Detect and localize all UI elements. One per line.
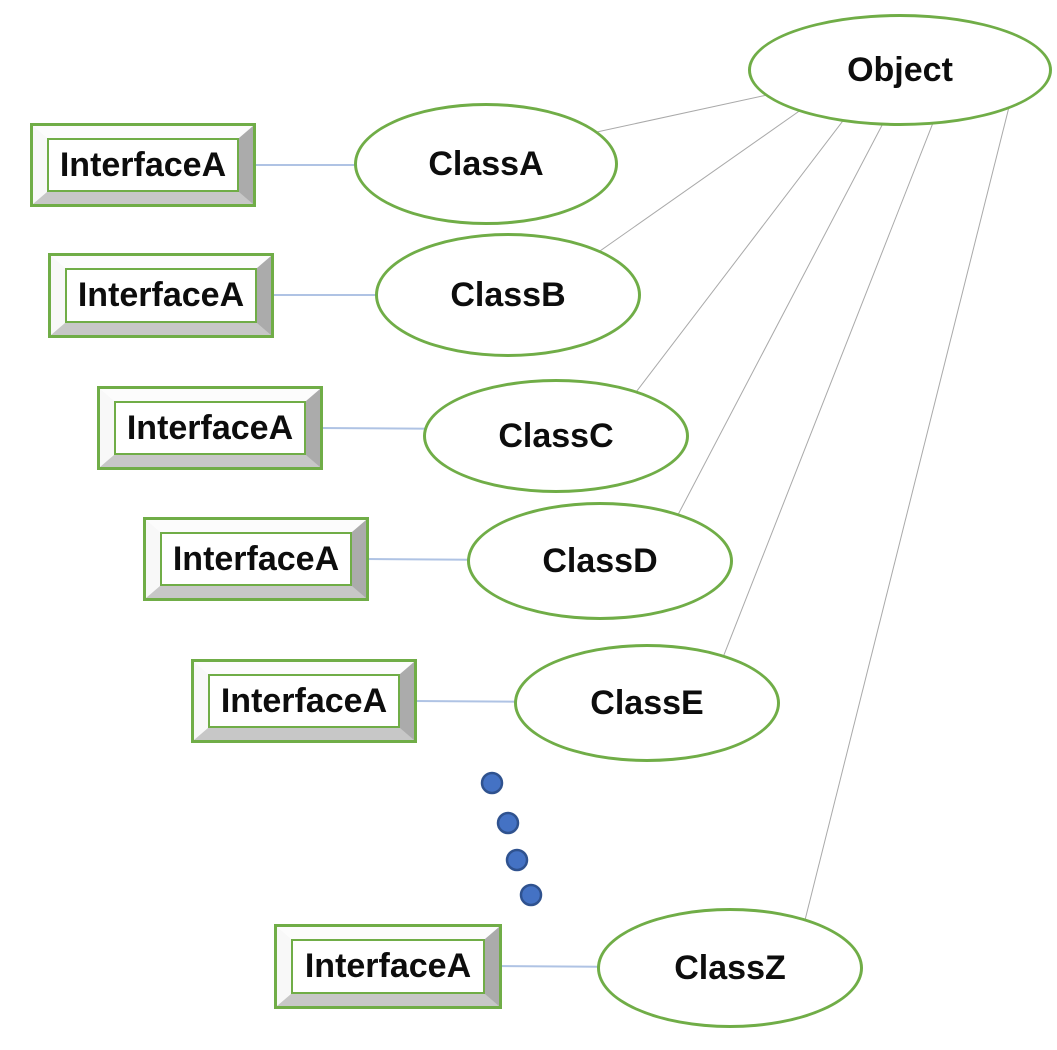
bevel-face: InterfaceA — [208, 674, 400, 728]
class-label: ClassB — [450, 275, 566, 314]
node-class-z: ClassZ — [597, 908, 863, 1028]
bevel-face: InterfaceA — [65, 268, 257, 323]
class-label: ClassC — [498, 416, 614, 455]
node-object: Object — [748, 14, 1052, 126]
interface-label: InterfaceA — [220, 681, 388, 720]
node-class-a: ClassA — [354, 103, 618, 225]
inheritance-edge-classc-object — [629, 104, 856, 401]
bevel-frame: InterfaceA — [194, 662, 414, 740]
node-object-label: Object — [847, 50, 953, 89]
bevel-face: InterfaceA — [47, 138, 239, 192]
inheritance-edge-classe-object — [719, 104, 941, 666]
bevel-frame: InterfaceA — [100, 389, 320, 467]
ellipsis-dot — [505, 848, 529, 872]
interface-label: InterfaceA — [77, 276, 245, 314]
bevel-face: InterfaceA — [291, 939, 485, 994]
node-class-c: ClassC — [423, 379, 689, 493]
class-label: ClassA — [428, 144, 544, 183]
node-class-d: ClassD — [467, 502, 733, 620]
bevel-frame: InterfaceA — [277, 927, 499, 1006]
interface-label: InterfaceA — [59, 145, 227, 184]
node-class-b: ClassB — [375, 233, 641, 357]
inheritance-edge-classd-object — [669, 109, 891, 531]
interface-label: InterfaceA — [126, 408, 294, 447]
bevel-frame: InterfaceA — [146, 520, 366, 598]
interface-label: InterfaceA — [172, 539, 340, 578]
node-interface-row-e: InterfaceA — [191, 659, 417, 743]
bevel-face: InterfaceA — [160, 532, 352, 586]
class-label: ClassE — [590, 683, 704, 722]
node-interface-row-b: InterfaceA — [48, 253, 274, 338]
node-interface-row-d: InterfaceA — [143, 517, 369, 601]
node-interface-row-a: InterfaceA — [30, 123, 256, 207]
ellipsis-dot — [496, 811, 520, 835]
bevel-frame: InterfaceA — [33, 126, 253, 204]
node-class-e: ClassE — [514, 644, 780, 762]
node-interface-row-z: InterfaceA — [274, 924, 502, 1009]
bevel-frame: InterfaceA — [51, 256, 271, 335]
ellipsis-dot — [480, 771, 504, 795]
inheritance-edge-classb-object — [579, 99, 816, 266]
bevel-face: InterfaceA — [114, 401, 306, 455]
class-label: ClassD — [542, 541, 658, 580]
interface-label: InterfaceA — [304, 947, 472, 985]
class-label: ClassZ — [674, 948, 786, 987]
node-interface-row-c: InterfaceA — [97, 386, 323, 470]
ellipsis-dot — [519, 883, 543, 907]
inheritance-edge-classz-object — [799, 94, 1013, 941]
